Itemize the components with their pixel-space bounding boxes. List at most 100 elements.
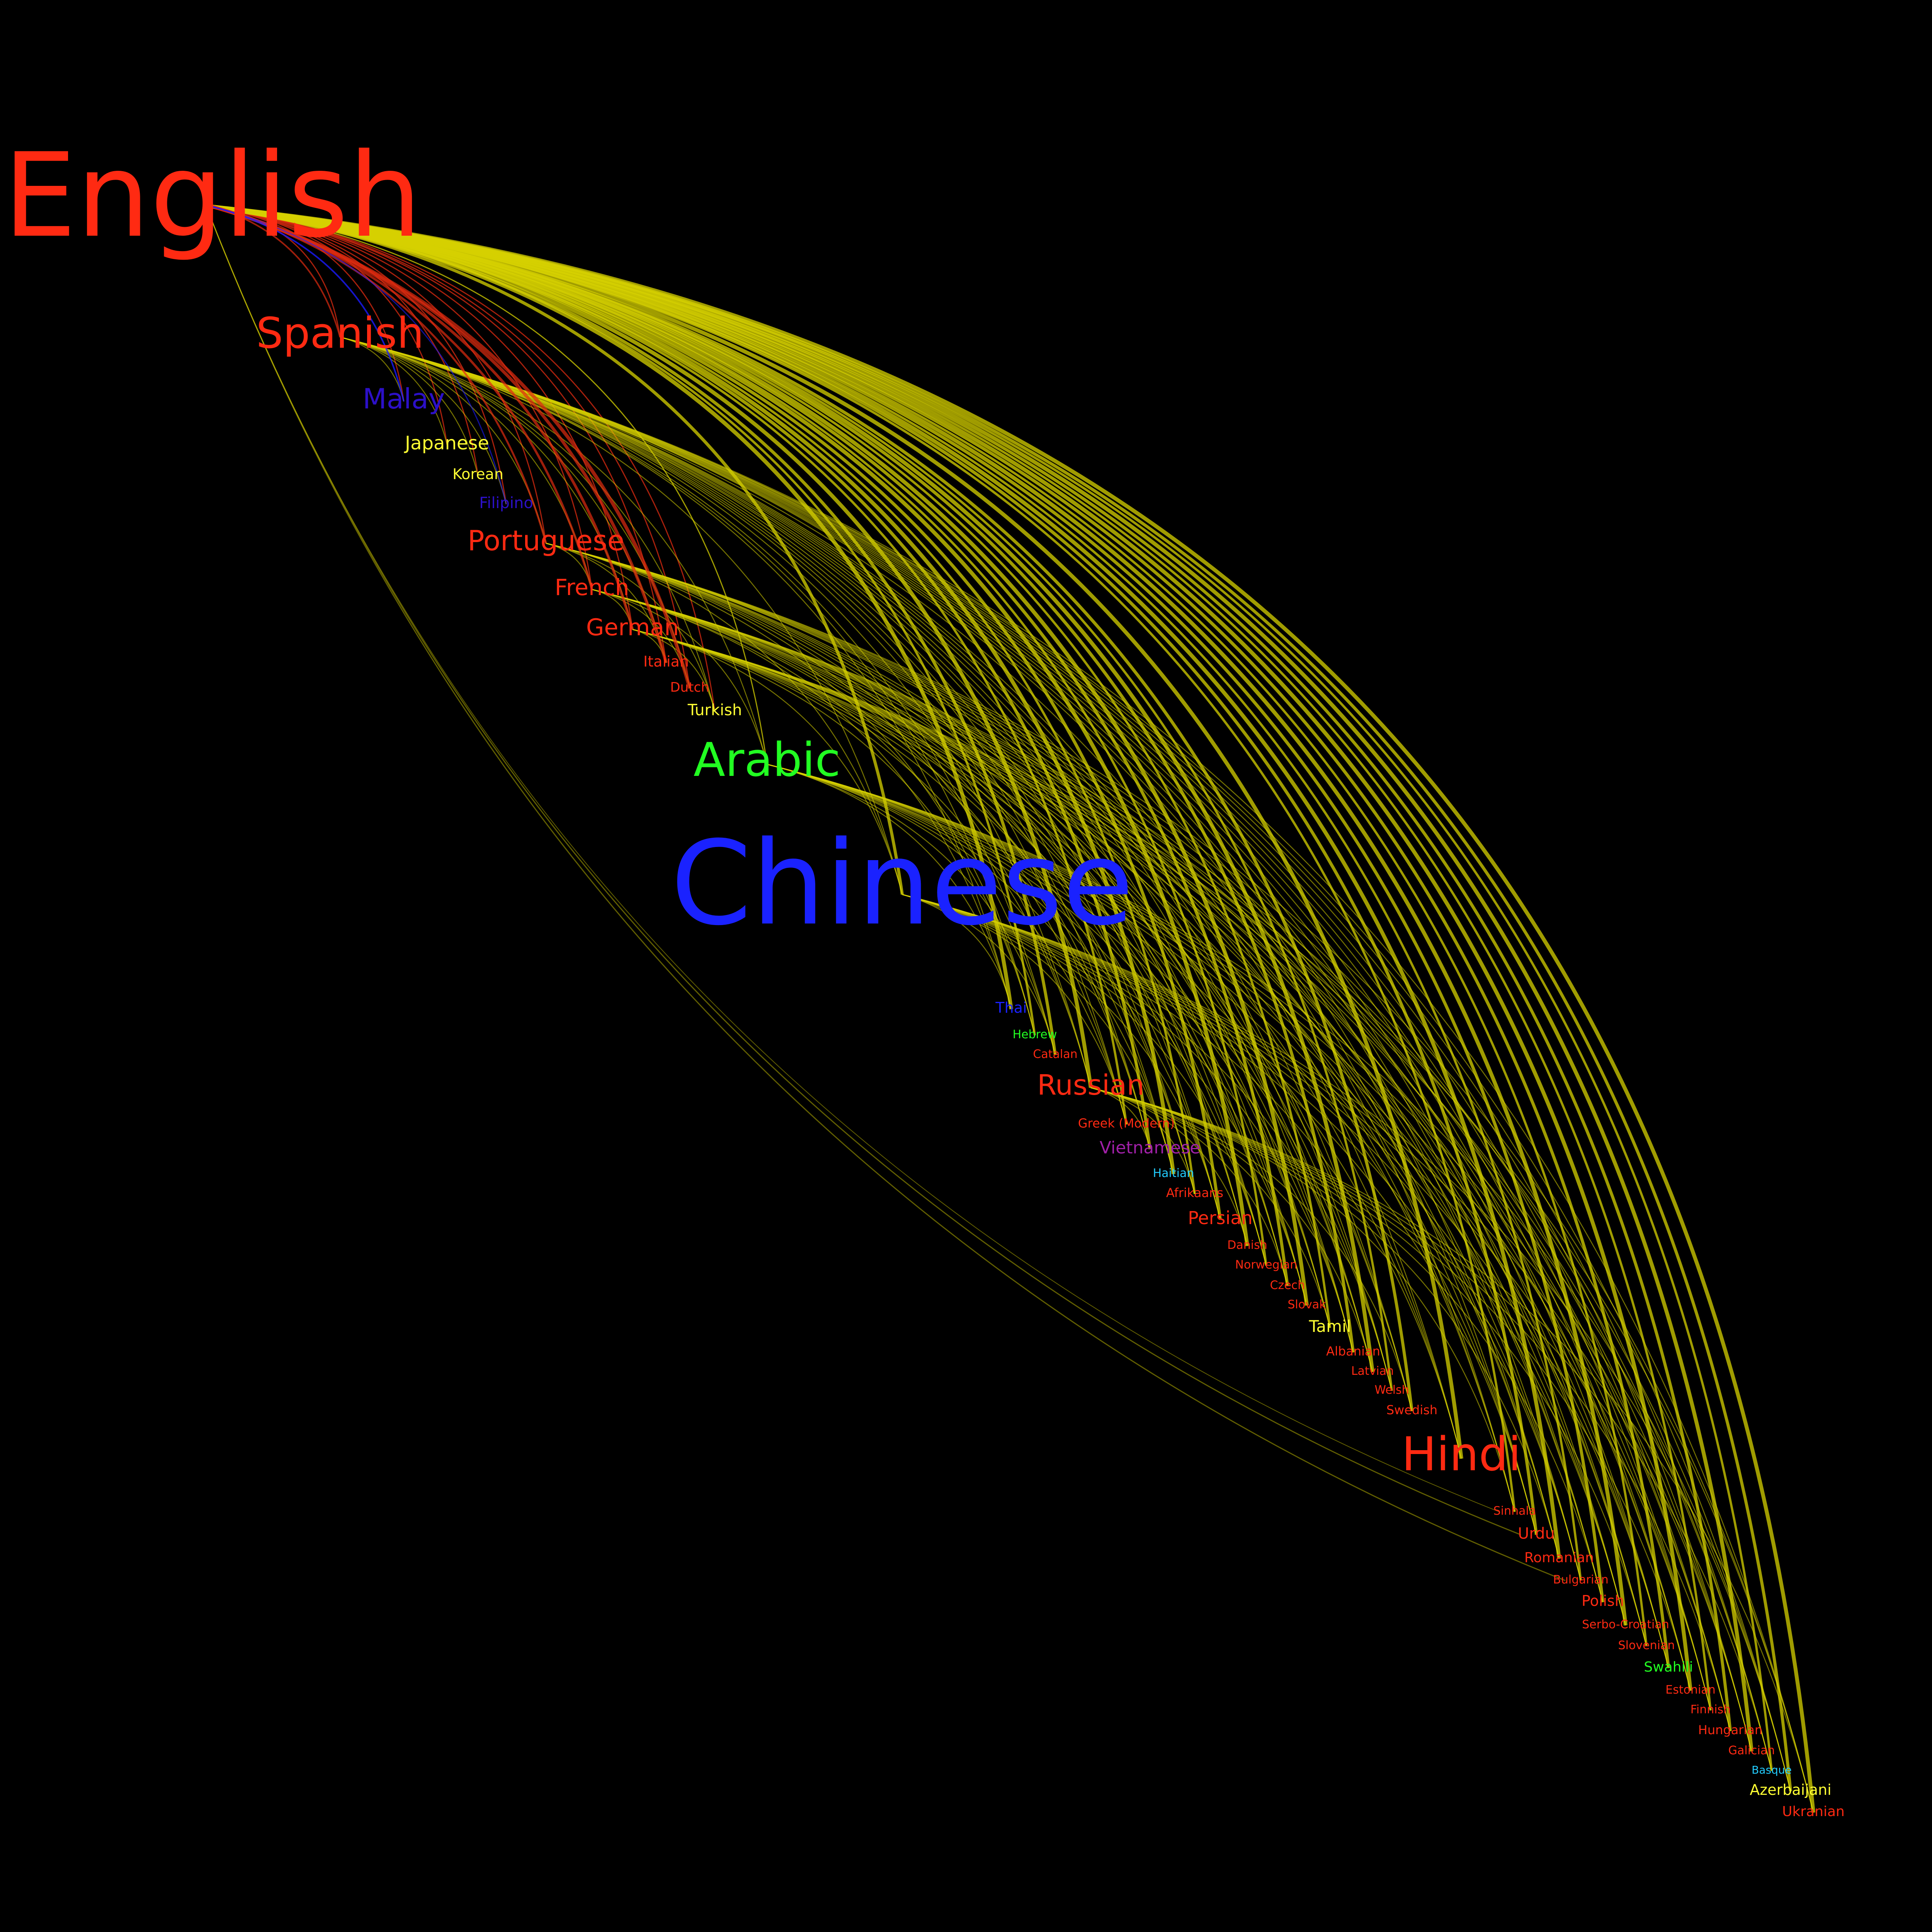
edge-russian-ukranian [1090,1087,1814,1813]
edge-german-vietnamese [632,629,1151,1150]
node-label-swedish: Swedish [1386,1403,1437,1417]
node-label-chinese: Chinese [671,816,1134,951]
node-label-galician: Galician [1728,1744,1775,1757]
edge-portuguese-czech [546,543,1288,1286]
edge-russian-romanian [1090,1087,1560,1559]
node-label-basque: Basque [1752,1764,1792,1776]
edge-french-bulgarian [592,589,1582,1581]
node-label-urdu: Urdu [1518,1525,1555,1543]
under-edge-english-urdu [212,222,1521,1536]
edge-chinese-finnish [902,894,1711,1711]
edge-spanish-persian [340,337,1221,1220]
edge-french-persian [592,589,1221,1220]
edge-portuguese-chinese [546,543,903,895]
edge-spanish-swedish [340,337,1413,1412]
node-label-sinhala: Sinhala [1493,1504,1536,1518]
node-label-czech: Czech [1270,1279,1305,1292]
edge-russian-afrikaans [1090,1087,1196,1194]
edge-english-filipino [212,206,507,505]
edge-german-slovenian [632,629,1647,1646]
node-label-english: English [3,128,422,263]
node-label-serbo_croatian: Serbo-Croatian [1582,1618,1669,1631]
edge-german-swedish [632,629,1413,1412]
edge-chinese-serbo_croatian [902,894,1626,1626]
node-label-french: French [555,574,629,600]
node-label-vietnamese: Vietnamese [1100,1138,1200,1158]
edge-arabic-bulgarian [767,764,1582,1581]
edge-german-sinhala [632,629,1515,1512]
edge-spanish-catalan [340,337,1056,1055]
edge-german-hebrew [632,629,1036,1036]
edge-russian-basque [1090,1087,1772,1771]
edge-english-malay [212,206,405,402]
label-layer: EnglishSpanishMalayJapaneseKoreanFilipin… [3,128,1845,1820]
edge-french-serbo_croatian [592,589,1626,1626]
edge-spanish-azerbaijani [340,337,1791,1791]
node-label-romanian: Romanian [1524,1550,1594,1566]
edge-arabic-hindi [767,764,1462,1459]
edge-english-dutch [212,206,690,689]
edge-french-norwegian [592,589,1267,1266]
edge-french-albanian [592,589,1354,1353]
node-label-tamil: Tamil [1309,1317,1351,1336]
node-label-azerbaijani: Azerbaijani [1750,1781,1831,1798]
node-label-haitian: Haitian [1153,1167,1194,1180]
edge-chinese-catalan [902,894,1056,1055]
edge-english-hindi [212,205,1463,1459]
node-label-korean: Korean [452,466,503,483]
edge-french-thai [592,589,1012,1009]
edge-chinese-hindi [902,894,1462,1459]
edge-portuguese-vietnamese [546,543,1151,1150]
edge-english-dutch [212,205,692,689]
node-label-dutch: Dutch [670,680,709,695]
node-label-persian: Persian [1188,1208,1252,1228]
edge-spanish-slovak [340,337,1308,1306]
node-label-malay: Malay [363,383,445,415]
edge-arabic-slovak [767,764,1308,1306]
edge-portuguese-hungarian [546,543,1731,1731]
edge-english-ukranian [212,205,1815,1813]
edge-german-polish [632,629,1604,1602]
under-edge-english-bulgarian [212,222,1566,1581]
node-label-danish: Danish [1227,1238,1267,1252]
node-label-hebrew: Hebrew [1013,1028,1057,1041]
edge-spanish-ukranian [340,337,1814,1813]
edge-arabic-thai [767,764,1012,1009]
edge-russian-latvian [1090,1087,1373,1372]
node-label-arabic: Arabic [694,733,840,787]
edge-russian-hungarian [1090,1087,1731,1731]
edge-portuguese-estonian [546,543,1691,1691]
edge-german-czech [632,629,1288,1286]
edge-chinese-albanian [902,894,1354,1353]
edge-french-greek [592,589,1127,1125]
edge-french-slovak [592,589,1308,1306]
edge-spanish-hungarian [340,337,1731,1731]
edge-russian-tamil [1090,1087,1331,1328]
edge-french-catalan [592,589,1056,1055]
edge-german-latvian [632,629,1373,1372]
edge-chinese-norwegian [902,894,1267,1266]
node-label-norwegian: Norwegian [1235,1258,1298,1272]
edge-russian-sinhala [1090,1087,1515,1512]
edge-chinese-greek [902,894,1127,1125]
edge-portuguese-ukranian [546,543,1814,1813]
edge-arabic-catalan [767,764,1056,1055]
edge-german-basque [632,629,1772,1771]
edge-french-finnish [592,589,1711,1711]
edge-arabic-finnish [767,764,1711,1711]
edge-spanish-slovenian [340,337,1647,1646]
under-edge-english-sinhala [212,222,1500,1512]
edge-german-afrikaans [632,629,1196,1194]
node-label-ukranian: Ukranian [1782,1804,1845,1820]
node-label-thai: Thai [995,999,1027,1016]
edge-french-hindi [592,589,1462,1459]
edge-russian-estonian [1090,1087,1691,1691]
edge-english-french [212,206,593,590]
edge-chinese-azerbaijani [902,894,1791,1791]
edge-french-swahili [592,589,1669,1668]
node-label-afrikaans: Afrikaans [1166,1185,1223,1200]
edge-chinese-bulgarian [902,894,1582,1581]
node-label-japanese: Japanese [404,432,489,454]
edge-russian-czech [1090,1087,1288,1286]
